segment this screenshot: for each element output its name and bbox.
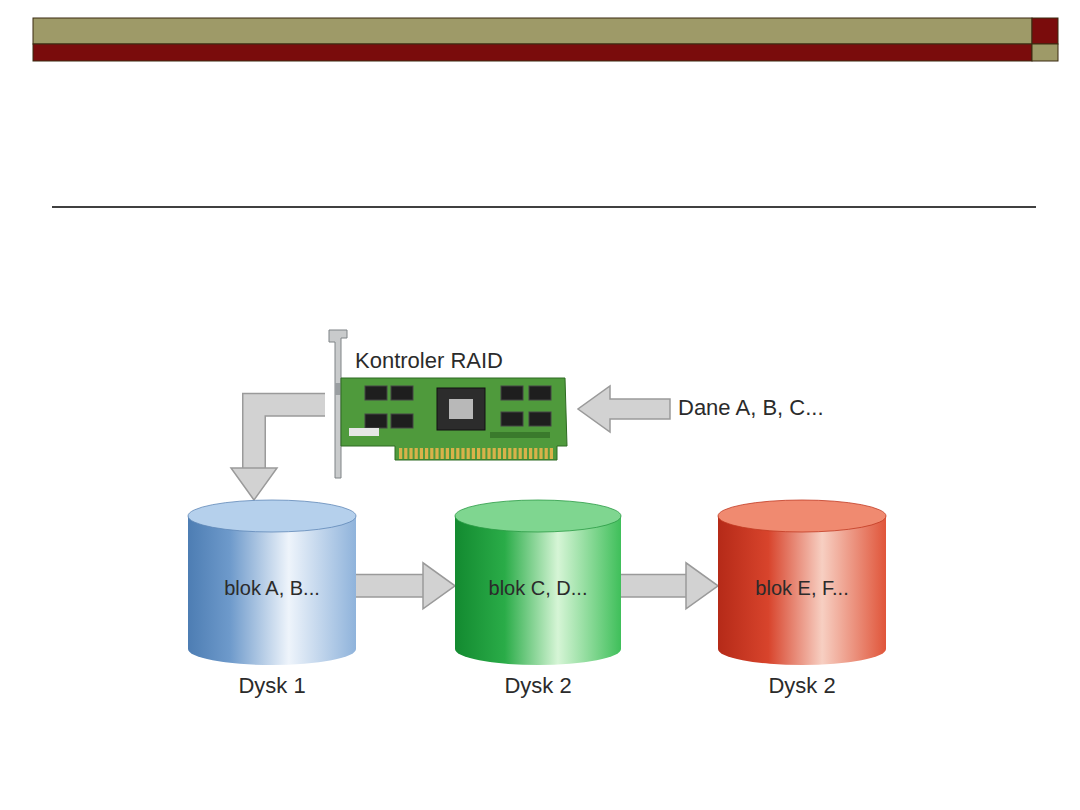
block-arrow bbox=[356, 563, 455, 609]
block-label: blok A, B... bbox=[224, 577, 320, 600]
disk-label: Dysk 2 bbox=[768, 673, 835, 699]
input-arrow bbox=[578, 386, 670, 432]
header-square bbox=[1032, 18, 1058, 44]
disk-cylinder: blok A, B...Dysk 1 bbox=[188, 500, 356, 665]
data-label: Dane A, B, C... bbox=[678, 395, 824, 421]
block-label: blok C, D... bbox=[489, 577, 588, 600]
header-square bbox=[1032, 44, 1058, 61]
block-arrow bbox=[231, 405, 325, 500]
header-bar bbox=[33, 44, 1032, 61]
header-bar bbox=[33, 18, 1032, 44]
disk-cylinder: blok E, F...Dysk 2 bbox=[718, 500, 886, 665]
title-rule bbox=[52, 206, 1036, 208]
block-arrow bbox=[621, 563, 718, 609]
block-label: blok E, F... bbox=[755, 577, 848, 600]
controller-label: Kontroler RAID bbox=[355, 348, 503, 374]
disk-label: Dysk 2 bbox=[504, 673, 571, 699]
raid-controller: Kontroler RAID bbox=[325, 328, 575, 473]
disk-label: Dysk 1 bbox=[238, 673, 305, 699]
disk-cylinder: blok C, D...Dysk 2 bbox=[455, 500, 621, 665]
